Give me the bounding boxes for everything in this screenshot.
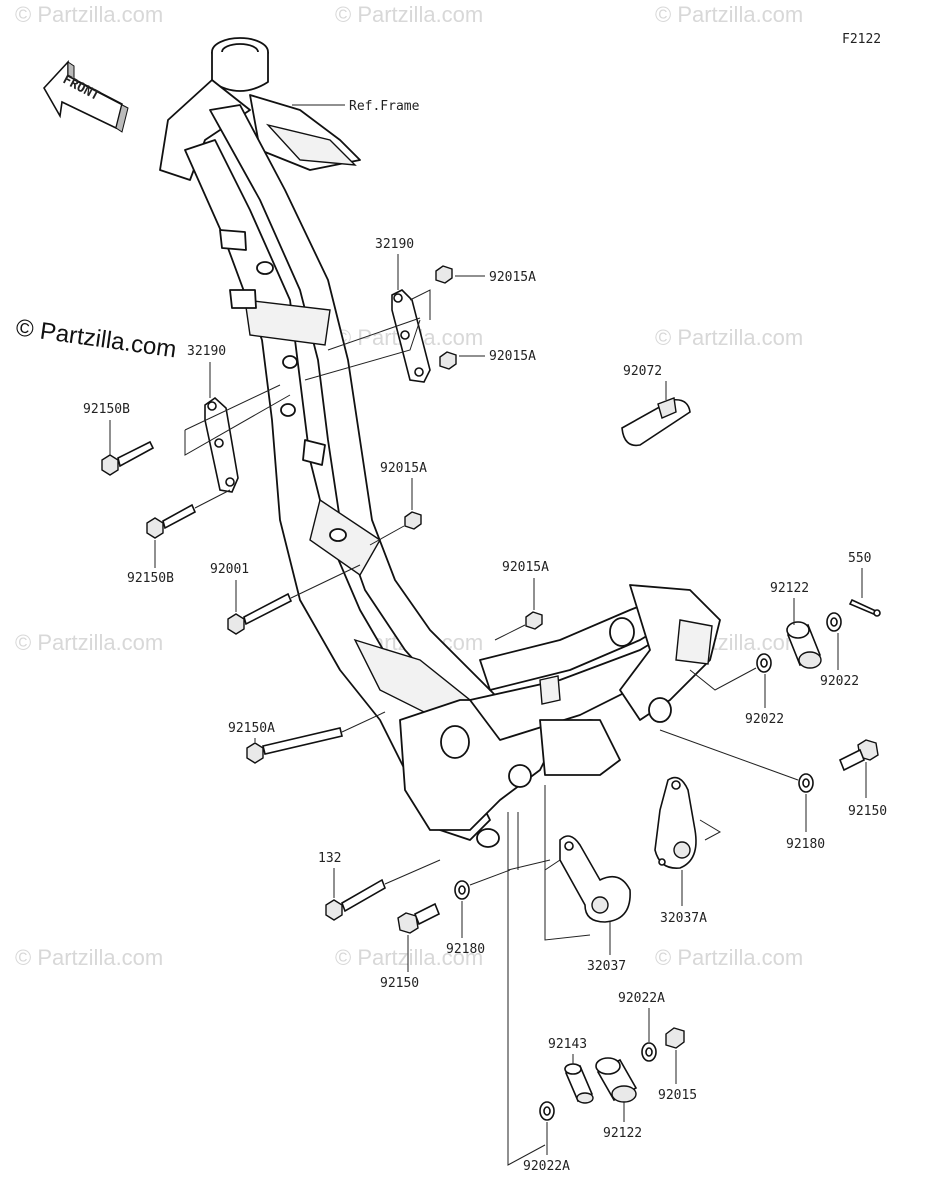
nut-92015a-3[interactable] <box>404 511 422 530</box>
washer-92180-mid[interactable] <box>454 880 470 900</box>
ref-frame-label: Ref.Frame <box>349 99 420 114</box>
leader-92180-right-to-frame <box>659 729 799 781</box>
part-number-92022a-top: 92022A <box>618 991 665 1006</box>
part-number-92180-mid: 92180 <box>446 942 485 957</box>
front-direction-arrow: FRONT <box>43 59 129 133</box>
diagram-code: F2122 <box>842 32 881 47</box>
part-number-550: 550 <box>848 551 871 566</box>
leader-bottom-assembly <box>507 812 551 1166</box>
watermark: © Partzilla.com <box>335 945 483 970</box>
part-number-92122-bottom: 92122 <box>603 1126 642 1141</box>
bolt-92150-mid[interactable] <box>397 902 441 934</box>
watermark-main: © Partzilla.com <box>14 314 178 363</box>
nut-92015[interactable] <box>665 1027 685 1049</box>
part-number-92015a-2: 92015A <box>489 349 536 364</box>
part-number-92022-right: 92022 <box>820 674 859 689</box>
watermark: © Partzilla.com <box>655 2 803 27</box>
bolt-92150a[interactable] <box>246 727 343 764</box>
part-number-92001: 92001 <box>210 562 249 577</box>
part-number-32037: 32037 <box>587 959 626 974</box>
part-number-92150b-2: 92150B <box>127 571 174 586</box>
washer-92022a-bottom[interactable] <box>539 1101 555 1121</box>
frame-drawing <box>159 37 721 848</box>
part-number-92143: 92143 <box>548 1037 587 1052</box>
leader-mount-upper <box>304 289 431 381</box>
bracket-32037a[interactable] <box>654 776 697 869</box>
part-number-92180-right: 92180 <box>786 837 825 852</box>
engine-mount-plate-32190-lower[interactable] <box>204 396 239 493</box>
watermark: © Partzilla.com <box>335 2 483 27</box>
washer-92022-mid[interactable] <box>756 653 772 673</box>
washer-92180-right[interactable] <box>798 773 814 793</box>
nut-92015a-4[interactable] <box>525 611 543 630</box>
part-number-92150-mid: 92150 <box>380 976 419 991</box>
bracket-32037[interactable] <box>559 835 631 923</box>
leader-92015a-4-to-frame <box>494 624 526 641</box>
bolt-132[interactable] <box>325 878 386 921</box>
leader-32037a-bracket <box>699 819 722 841</box>
part-number-92022-mid: 92022 <box>745 712 784 727</box>
collar-92122-top[interactable] <box>786 621 822 669</box>
bolt-92150b-2[interactable] <box>146 503 197 539</box>
nut-92015a-2[interactable] <box>439 351 457 370</box>
cotter-pin-550[interactable] <box>848 598 881 617</box>
part-number-92150b-1: 92150B <box>83 402 130 417</box>
watermark: © Partzilla.com <box>15 630 163 655</box>
collar-92122-bottom[interactable] <box>595 1057 638 1103</box>
nut-92015a-1[interactable] <box>435 265 453 284</box>
part-number-32190-lower: 32190 <box>187 344 226 359</box>
bolt-92150b-1[interactable] <box>101 440 155 476</box>
part-number-92015a-4: 92015A <box>502 560 549 575</box>
sleeve-92143[interactable] <box>564 1063 594 1104</box>
part-number-32190-upper: 32190 <box>375 237 414 252</box>
engine-mount-plate-32190-upper[interactable] <box>391 289 431 383</box>
part-number-92072: 92072 <box>623 364 662 379</box>
part-number-92015: 92015 <box>658 1088 697 1103</box>
part-number-92150a: 92150A <box>228 721 275 736</box>
washer-92022-right[interactable] <box>826 612 842 632</box>
leader-32037-bracket <box>544 785 591 941</box>
part-number-92015a-3: 92015A <box>380 461 427 476</box>
washer-92022a-top[interactable] <box>641 1042 657 1062</box>
leader-92015a-3-to-frame <box>369 525 405 546</box>
band-92072[interactable] <box>621 397 691 447</box>
part-number-32037a: 32037A <box>660 911 707 926</box>
watermark: © Partzilla.com <box>655 945 803 970</box>
bolt-92150-right[interactable] <box>838 739 879 772</box>
leader-92180-mid-to-frame <box>469 869 511 886</box>
watermark: © Partzilla.com <box>15 945 163 970</box>
part-number-92022a-bottom: 92022A <box>523 1159 570 1174</box>
leader-132-to-frame <box>384 859 441 885</box>
leader-mount-lower <box>184 384 291 456</box>
leader-92150a-to-frame <box>341 711 386 733</box>
leader-92150b-2-to-plate <box>194 489 231 509</box>
part-number-92150-right: 92150 <box>848 804 887 819</box>
leader-92001-to-frame <box>290 564 361 599</box>
watermark: © Partzilla.com <box>15 2 163 27</box>
part-number-132: 132 <box>318 851 341 866</box>
leader-92022-mid-to-frame <box>689 667 757 691</box>
watermark: © Partzilla.com <box>655 325 803 350</box>
bolt-92001[interactable] <box>227 592 293 635</box>
part-number-92015a-1: 92015A <box>489 270 536 285</box>
part-number-92122-top: 92122 <box>770 581 809 596</box>
